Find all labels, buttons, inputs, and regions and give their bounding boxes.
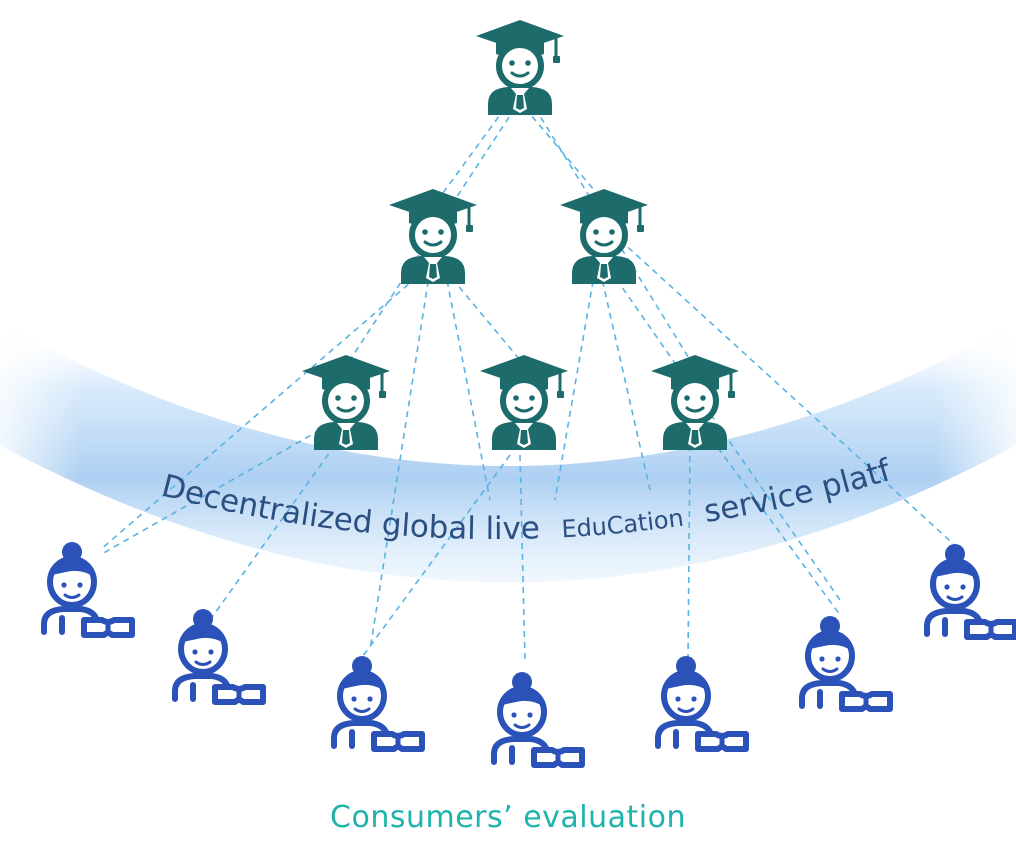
student-reading-icon bbox=[494, 672, 582, 765]
teacher-node-row2-left bbox=[389, 189, 477, 284]
student-reading-icon bbox=[802, 616, 890, 709]
connection-lines bbox=[99, 107, 961, 661]
teacher-node-row2-right bbox=[560, 189, 648, 284]
teacher-node-row3-right bbox=[651, 355, 739, 450]
teacher-node-row3-center bbox=[480, 355, 568, 450]
graduate-teacher-icon bbox=[476, 20, 564, 115]
student-reading-icon bbox=[658, 656, 746, 749]
student-reading-icon bbox=[44, 542, 132, 635]
teacher-node-row3-left bbox=[302, 355, 390, 450]
student-node-2 bbox=[175, 609, 263, 702]
graduate-teacher-icon bbox=[302, 355, 390, 450]
graduate-teacher-icon bbox=[389, 189, 477, 284]
student-reading-icon bbox=[334, 656, 422, 749]
student-node-7 bbox=[927, 544, 1015, 637]
student-reading-icon bbox=[175, 609, 263, 702]
student-node-5 bbox=[658, 656, 746, 749]
platform-band bbox=[0, 322, 1016, 583]
student-reading-icon bbox=[927, 544, 1015, 637]
student-node-4 bbox=[494, 672, 582, 765]
graduate-teacher-icon bbox=[560, 189, 648, 284]
consumers-evaluation-caption: Consumers’ evaluation bbox=[330, 800, 686, 835]
graduate-teacher-icon bbox=[480, 355, 568, 450]
student-node-3 bbox=[334, 656, 422, 749]
student-node-6 bbox=[802, 616, 890, 709]
student-node-1 bbox=[44, 542, 132, 635]
teacher-node-top bbox=[476, 20, 564, 115]
graduate-teacher-icon bbox=[651, 355, 739, 450]
